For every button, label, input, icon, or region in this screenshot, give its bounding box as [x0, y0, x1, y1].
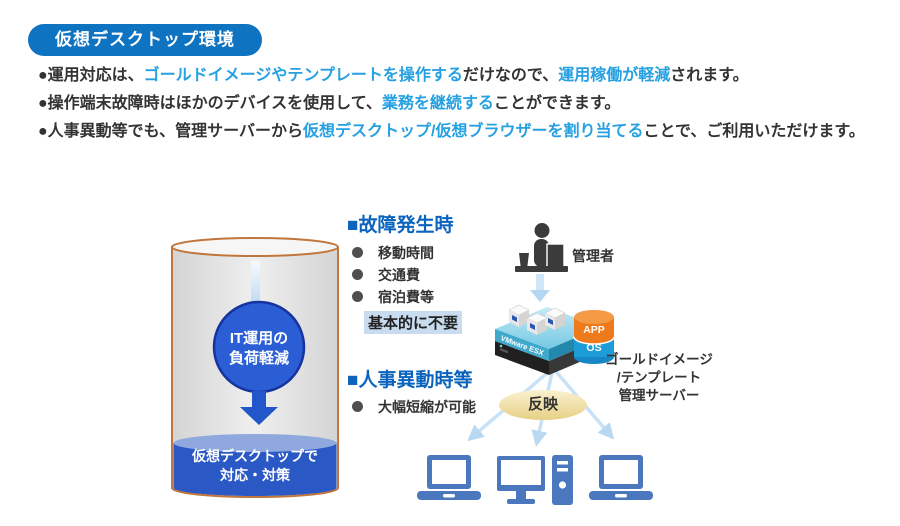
- list-item-label: 大幅短縮が可能: [378, 398, 476, 415]
- reflect-badge: 反映: [499, 390, 587, 420]
- it-load-reduction-cylinder: IT運用の 負荷軽減 仮想デスクトップで 対応・対策: [171, 237, 339, 498]
- hr-section: ■人事異動時等 大幅短縮が可能: [347, 365, 476, 415]
- list-item: 交通費: [352, 266, 462, 283]
- cylinder-outline: [171, 247, 339, 498]
- laptop-icon: [589, 455, 653, 500]
- list-item-label: 宿泊費等: [378, 288, 434, 305]
- circle-label-line2: 負荷軽減: [229, 349, 289, 367]
- db-os-label: OS: [586, 342, 601, 354]
- bullet-dot-icon: [352, 291, 363, 302]
- cylinder-top-ellipse: [171, 237, 339, 257]
- text-segment-highlighted: 仮想デスクトップ/仮想ブラウザーを割り当てる: [303, 123, 644, 140]
- server-label-line3: 管理サーバー: [618, 388, 700, 403]
- down-arrow-head: [240, 407, 278, 425]
- highlight-note: 基本的に不要: [364, 311, 463, 334]
- vm-cube-icon: [508, 304, 530, 327]
- text-segment: ことができます。: [493, 95, 621, 112]
- server-label-line1: ゴールドイメージ: [605, 352, 713, 367]
- bullet-dot-icon: [352, 247, 363, 258]
- text-segment-highlighted: 運用稼働が軽減: [558, 67, 671, 84]
- bullet-dot-icon: [352, 401, 363, 412]
- desktop-pc-icon: [497, 455, 573, 505]
- cylinder-blue-bottom: [173, 443, 337, 496]
- admin-label: 管理者: [572, 248, 614, 264]
- admin-to-server-arrow-icon: [530, 274, 550, 302]
- list-item: 宿泊費等: [352, 288, 462, 305]
- vm-cube-icon: [526, 312, 548, 335]
- server-label: ゴールドイメージ /テンプレート 管理サーバー: [598, 351, 720, 405]
- vm-cube-icon: [544, 307, 566, 330]
- text-segment: ●運用対応は、: [38, 67, 144, 84]
- it-load-circle: [212, 300, 306, 394]
- intro-bullet-2: ●操作端末故障時はほかのデバイスを使用して、業務を継続することができます。: [38, 90, 888, 118]
- admin-person-icon: [515, 223, 568, 272]
- db-app-label: APP: [583, 324, 605, 336]
- cylinder-blue-top-ellipse: [173, 434, 337, 452]
- bottom-label-line1: 仮想デスクトップで: [191, 448, 318, 464]
- intro-bullet-1: ●運用対応は、ゴールドイメージやテンプレートを操作するだけなので、運用稼働が軽減…: [38, 62, 888, 90]
- list-item: 大幅短縮が可能: [352, 398, 476, 415]
- text-segment: ●人事異動等でも、管理サーバーから: [38, 123, 304, 140]
- text-segment: ●操作端末故障時はほかのデバイスを使用して、: [38, 95, 382, 112]
- title-badge: 仮想デスクトップ環境: [28, 24, 262, 56]
- list-item: 移動時間: [352, 244, 462, 261]
- bottom-label-line2: 対応・対策: [219, 467, 291, 483]
- laptop-icon: [417, 455, 481, 500]
- text-segment: されます。: [670, 67, 749, 84]
- fade-in-strip: [251, 261, 260, 306]
- list-item-label: 移動時間: [378, 244, 434, 261]
- list-item-label: 交通費: [378, 266, 420, 283]
- bullet-dot-icon: [352, 269, 363, 280]
- app-os-database-icon: APP OS: [573, 310, 615, 364]
- intro-bullet-3: ●人事異動等でも、管理サーバーから仮想デスクトップ/仮想ブラウザーを割り当てるこ…: [38, 118, 888, 146]
- text-segment: だけなので、: [462, 67, 559, 84]
- circle-label-line1: IT運用の: [230, 330, 288, 347]
- intro-bullets: ●運用対応は、ゴールドイメージやテンプレートを操作するだけなので、運用稼働が軽減…: [38, 62, 888, 146]
- server-label-line2: /テンプレート: [616, 370, 702, 385]
- text-segment: ことで、ご利用いただけます。: [643, 123, 865, 140]
- text-segment-highlighted: 業務を継続する: [381, 95, 494, 112]
- text-segment-highlighted: ゴールドイメージやテンプレートを操作する: [143, 67, 463, 84]
- down-arrow-shaft: [252, 391, 266, 408]
- hr-section-heading: ■人事異動時等: [347, 370, 473, 391]
- failure-section-heading: ■故障発生時: [347, 215, 454, 236]
- failure-section: ■故障発生時 移動時間 交通費 宿泊費等 基本的に不要: [347, 210, 463, 334]
